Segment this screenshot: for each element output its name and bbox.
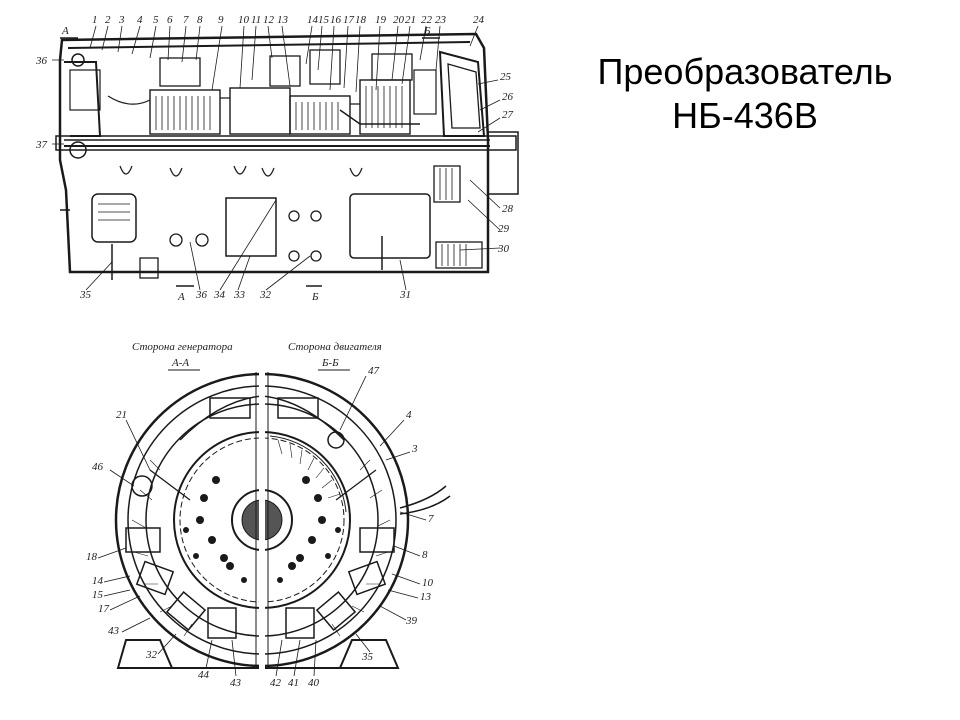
end-view-part-numbers: 21 46 18 14 15 17 43 32 47 4 3 7 8 10 13… [86, 365, 434, 689]
svg-text:19: 19 [375, 14, 387, 26]
svg-text:11: 11 [251, 14, 261, 26]
svg-text:4: 4 [137, 14, 143, 26]
svg-text:43: 43 [108, 625, 120, 637]
svg-text:Б: Б [311, 291, 319, 303]
svg-text:21: 21 [405, 14, 416, 26]
section-label-left: А-А [171, 357, 189, 369]
svg-text:36: 36 [35, 55, 48, 67]
svg-text:25: 25 [500, 71, 512, 83]
svg-text:46: 46 [92, 461, 104, 473]
svg-text:36: 36 [195, 289, 208, 301]
shaft [55, 135, 517, 151]
svg-text:4: 4 [406, 409, 412, 421]
terminal-box-left [91, 193, 137, 243]
side-view-part-numbers: 1 2 3 4 5 6 7 8 9 10 11 12 13 14 15 16 1… [35, 14, 514, 301]
svg-text:10: 10 [422, 577, 434, 589]
svg-text:32: 32 [259, 289, 272, 301]
end-section-view: Сторона генератора Сторона двигателя А-А… [86, 341, 451, 689]
svg-text:А: А [177, 291, 185, 303]
section-marks: А Б А Б [60, 25, 440, 303]
svg-text:18: 18 [355, 14, 367, 26]
svg-text:35: 35 [79, 289, 92, 301]
pole-pieces [125, 397, 395, 639]
svg-text:33: 33 [233, 289, 246, 301]
svg-text:12: 12 [263, 14, 275, 26]
svg-text:13: 13 [277, 14, 289, 26]
title-line-2: НБ-436В [672, 95, 818, 136]
svg-text:2: 2 [105, 14, 111, 26]
svg-text:20: 20 [393, 14, 405, 26]
svg-text:34: 34 [213, 289, 226, 301]
svg-text:39: 39 [405, 615, 418, 627]
caption-generator-side: Сторона генератора [132, 341, 233, 353]
svg-text:А: А [61, 25, 69, 37]
svg-text:18: 18 [86, 551, 98, 563]
svg-text:21: 21 [116, 409, 127, 421]
svg-text:7: 7 [428, 513, 434, 525]
svg-text:3: 3 [411, 443, 418, 455]
svg-text:17: 17 [98, 603, 110, 615]
svg-text:8: 8 [422, 549, 428, 561]
svg-text:29: 29 [498, 223, 510, 235]
leader-lines [52, 25, 501, 291]
svg-text:5: 5 [153, 14, 159, 26]
svg-text:10: 10 [238, 14, 250, 26]
svg-text:28: 28 [502, 203, 514, 215]
side-section-view: А Б А Б 1 2 3 4 5 6 7 8 9 10 11 12 13 14… [35, 14, 519, 303]
shaft-coupling [487, 131, 519, 195]
svg-text:26: 26 [502, 91, 514, 103]
svg-text:7: 7 [183, 14, 189, 26]
svg-text:43: 43 [230, 677, 242, 689]
end-leader-lines [97, 375, 427, 677]
svg-text:17: 17 [343, 14, 355, 26]
inspection-cover [225, 197, 277, 257]
caption-motor-side: Сторона двигателя [288, 341, 382, 353]
section-label-right: Б-Б [321, 357, 339, 369]
armature-packs [107, 49, 420, 135]
brush-holder-left [131, 475, 153, 497]
svg-text:22: 22 [421, 14, 433, 26]
svg-text:16: 16 [330, 14, 342, 26]
svg-text:41: 41 [288, 677, 299, 689]
brush-holder-right [327, 431, 345, 449]
svg-text:6: 6 [167, 14, 173, 26]
svg-text:32: 32 [145, 649, 158, 661]
svg-text:23: 23 [435, 14, 447, 26]
slide-title: Преобразователь НБ-436В [565, 50, 925, 138]
svg-text:27: 27 [502, 109, 514, 121]
svg-text:14: 14 [92, 575, 104, 587]
svg-text:44: 44 [198, 669, 210, 681]
svg-text:24: 24 [473, 14, 485, 26]
svg-text:35: 35 [361, 651, 374, 663]
mounting-feet [116, 639, 400, 669]
svg-text:37: 37 [35, 139, 48, 151]
svg-text:40: 40 [308, 677, 320, 689]
svg-text:42: 42 [270, 677, 282, 689]
svg-text:31: 31 [399, 289, 411, 301]
svg-text:15: 15 [318, 14, 330, 26]
svg-text:30: 30 [497, 243, 510, 255]
svg-text:1: 1 [92, 14, 98, 26]
svg-text:8: 8 [197, 14, 203, 26]
lower-frame-details [60, 165, 483, 280]
svg-text:9: 9 [218, 14, 224, 26]
terminal-box-right [349, 193, 431, 259]
svg-text:Б: Б [423, 25, 431, 37]
svg-text:14: 14 [307, 14, 319, 26]
armature-holes [183, 476, 341, 583]
svg-text:47: 47 [368, 365, 380, 377]
svg-text:13: 13 [420, 591, 432, 603]
title-line-1: Преобразователь [597, 51, 893, 92]
svg-text:15: 15 [92, 589, 104, 601]
svg-text:3: 3 [118, 14, 125, 26]
